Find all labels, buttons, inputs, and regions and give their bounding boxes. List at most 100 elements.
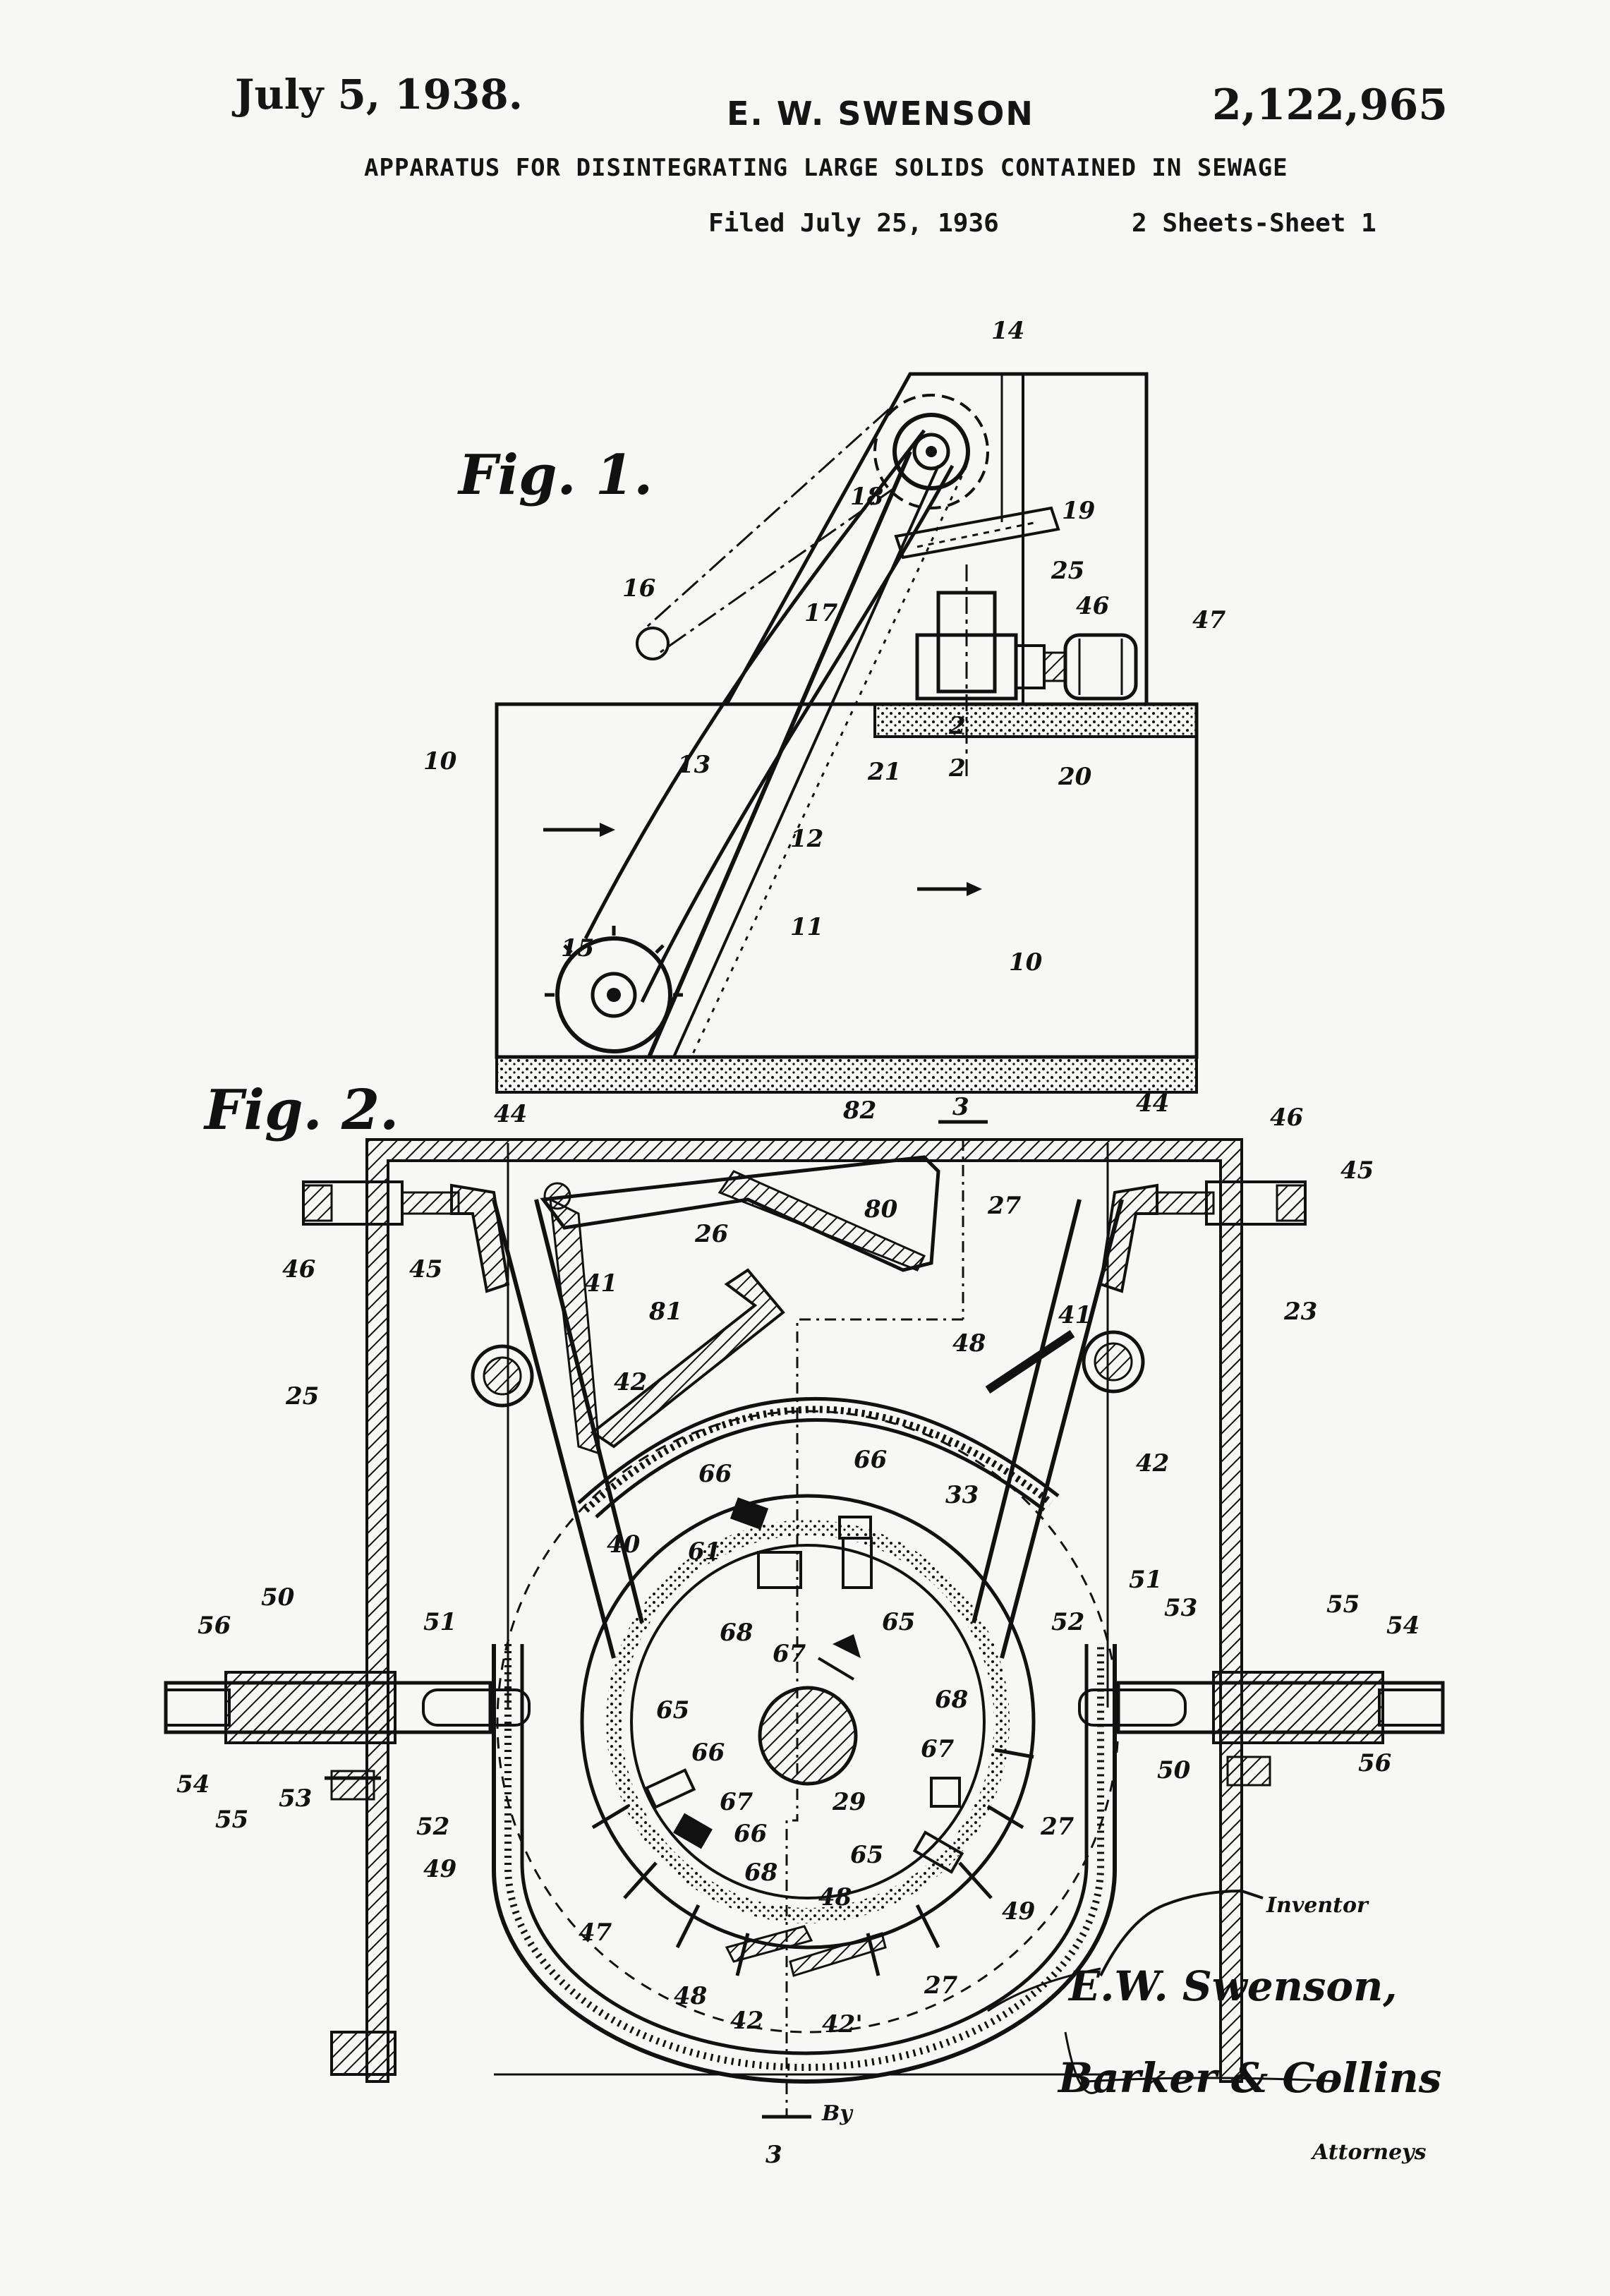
svg-text:66: 66	[734, 1820, 767, 1848]
svg-text:25: 25	[285, 1382, 319, 1410]
svg-text:47: 47	[1192, 606, 1226, 634]
svg-text:67: 67	[921, 1735, 955, 1763]
svg-text:65: 65	[656, 1696, 689, 1724]
svg-text:27: 27	[1040, 1813, 1075, 1841]
sheet-count: 2 Sheets-Sheet 1	[1132, 209, 1376, 238]
svg-text:2: 2	[948, 754, 966, 783]
svg-text:10: 10	[1009, 948, 1043, 977]
figure-1: Fig. 1.	[423, 317, 1226, 1094]
fig1-frame	[725, 372, 1149, 706]
svg-text:29: 29	[832, 1788, 866, 1816]
svg-text:23: 23	[1283, 1298, 1317, 1326]
svg-text:52: 52	[416, 1813, 449, 1841]
svg-text:26: 26	[694, 1220, 728, 1248]
svg-text:54: 54	[176, 1770, 210, 1799]
svg-text:10: 10	[423, 747, 457, 775]
svg-text:68: 68	[720, 1619, 753, 1647]
inventor-label: Inventor	[1266, 1893, 1369, 1918]
svg-text:51: 51	[423, 1608, 456, 1636]
svg-text:61: 61	[688, 1537, 721, 1566]
svg-text:17: 17	[804, 599, 838, 627]
svg-text:2: 2	[948, 712, 966, 740]
patent-number: 2,122,965	[1212, 80, 1448, 130]
svg-text:46: 46	[1270, 1104, 1303, 1132]
svg-text:56: 56	[1358, 1749, 1391, 1777]
svg-text:41: 41	[584, 1269, 617, 1298]
svg-text:27: 27	[987, 1192, 1022, 1220]
svg-text:54: 54	[1386, 1612, 1420, 1640]
svg-text:55: 55	[1326, 1590, 1360, 1619]
fig2-label: Fig. 2.	[203, 1078, 399, 1142]
svg-text:48: 48	[818, 1883, 852, 1911]
svg-text:67: 67	[773, 1640, 806, 1668]
svg-text:65: 65	[882, 1608, 915, 1636]
svg-text:55: 55	[215, 1806, 248, 1834]
filed-date: Filed July 25, 1936	[708, 209, 999, 238]
by-label: By	[821, 2101, 854, 2126]
patent-date: July 5, 1938.	[235, 71, 523, 119]
fig2-housing	[365, 1138, 1243, 2083]
svg-text:66: 66	[698, 1460, 732, 1488]
svg-text:50: 50	[261, 1583, 295, 1612]
svg-text:50: 50	[1157, 1756, 1191, 1784]
svg-text:56: 56	[198, 1612, 231, 1640]
svg-text:3: 3	[765, 2141, 782, 2169]
svg-text:81: 81	[648, 1298, 682, 1326]
svg-text:13: 13	[677, 751, 710, 779]
svg-text:53: 53	[1164, 1594, 1197, 1622]
svg-text:48: 48	[952, 1329, 986, 1358]
svg-text:14: 14	[991, 317, 1024, 345]
fig1-floor	[495, 1056, 1198, 1094]
inventor-signature-name: E.W. Swenson,	[1067, 1962, 1397, 2010]
svg-text:15: 15	[561, 934, 594, 962]
svg-text:3: 3	[952, 1093, 969, 1121]
svg-text:47: 47	[579, 1919, 612, 1947]
svg-text:80: 80	[864, 1195, 898, 1223]
svg-text:68: 68	[935, 1686, 968, 1714]
svg-text:51: 51	[1129, 1566, 1162, 1594]
svg-text:42: 42	[730, 2007, 763, 2035]
svg-text:42: 42	[1136, 1449, 1169, 1478]
svg-text:42: 42	[614, 1368, 647, 1396]
svg-text:21: 21	[867, 758, 901, 786]
signature-block: Inventor E.W. Swenson, By Barker & Colli…	[821, 1893, 1441, 2165]
svg-text:44: 44	[1136, 1089, 1169, 1118]
svg-text:33: 33	[945, 1481, 979, 1509]
svg-text:41: 41	[1058, 1301, 1091, 1329]
svg-text:16: 16	[622, 574, 655, 603]
fig1-deck	[873, 703, 1198, 738]
svg-text:82: 82	[842, 1096, 876, 1125]
svg-text:53: 53	[279, 1784, 312, 1813]
svg-text:49: 49	[423, 1855, 456, 1883]
svg-text:66: 66	[691, 1739, 725, 1767]
svg-text:27: 27	[924, 1971, 958, 2000]
svg-text:42': 42'	[822, 2010, 863, 2038]
svg-text:25: 25	[1051, 557, 1084, 585]
inventor-name: E. W. SWENSON	[727, 95, 1034, 133]
svg-text:45: 45	[409, 1255, 442, 1283]
svg-text:19: 19	[1062, 497, 1095, 525]
svg-text:67: 67	[720, 1788, 753, 1816]
fig1-tank	[495, 702, 1199, 1059]
svg-text:12: 12	[790, 825, 823, 853]
fig1-label: Fig. 1.	[457, 443, 653, 507]
svg-text:52: 52	[1051, 1608, 1084, 1636]
svg-text:18: 18	[850, 483, 883, 511]
attorneys-label: Attorneys	[1310, 2140, 1427, 2165]
svg-text:44: 44	[494, 1100, 527, 1128]
svg-text:68: 68	[744, 1859, 777, 1887]
svg-text:40: 40	[607, 1530, 641, 1559]
svg-text:46: 46	[282, 1255, 315, 1283]
svg-text:48: 48	[674, 1982, 707, 2010]
svg-text:20: 20	[1058, 763, 1092, 791]
svg-text:66: 66	[854, 1446, 887, 1474]
figure-2: Fig. 2.	[164, 1078, 1445, 2169]
svg-text:65: 65	[850, 1841, 883, 1869]
svg-text:46: 46	[1076, 592, 1109, 620]
svg-text:49: 49	[1002, 1897, 1035, 1926]
svg-text:11: 11	[790, 913, 823, 941]
svg-text:45: 45	[1340, 1156, 1374, 1185]
patent-title: APPARATUS FOR DISINTEGRATING LARGE SOLID…	[364, 154, 1288, 182]
